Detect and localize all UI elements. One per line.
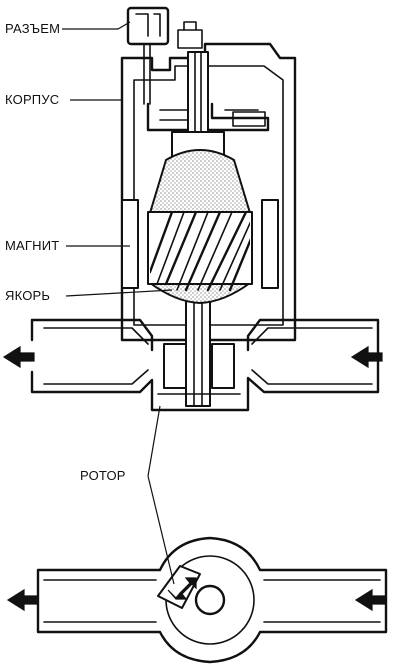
rotor-rotation-arrow-icon: [167, 577, 197, 600]
pump-outlet-pipes: [30, 318, 380, 412]
svg-text:ЯКОРЬ: ЯКОРЬ: [5, 288, 50, 303]
pump-housing: [120, 42, 297, 342]
label-connector: РАЗЪЕМ: [5, 21, 131, 36]
rotor-cross-section: [36, 536, 388, 664]
svg-text:РОТОР: РОТОР: [80, 468, 126, 483]
svg-text:КОРПУС: КОРПУС: [5, 92, 59, 107]
outlet-arrow-icon: [2, 345, 35, 369]
label-magnet: МАГНИТ: [5, 238, 130, 253]
rotor-outlet-arrow-icon: [6, 588, 39, 612]
rotor-inlet-arrow-icon: [354, 588, 387, 612]
armature: [147, 149, 253, 304]
svg-text:МАГНИТ: МАГНИТ: [5, 238, 59, 253]
svg-text:РАЗЪЕМ: РАЗЪЕМ: [5, 21, 60, 36]
magnet: [121, 199, 279, 289]
connector-terminal: [126, 6, 203, 105]
inlet-arrow-icon: [350, 345, 383, 369]
label-rotor: РОТОР: [80, 405, 175, 585]
label-armature: ЯКОРЬ: [5, 288, 173, 303]
label-housing: КОРПУС: [5, 92, 122, 107]
